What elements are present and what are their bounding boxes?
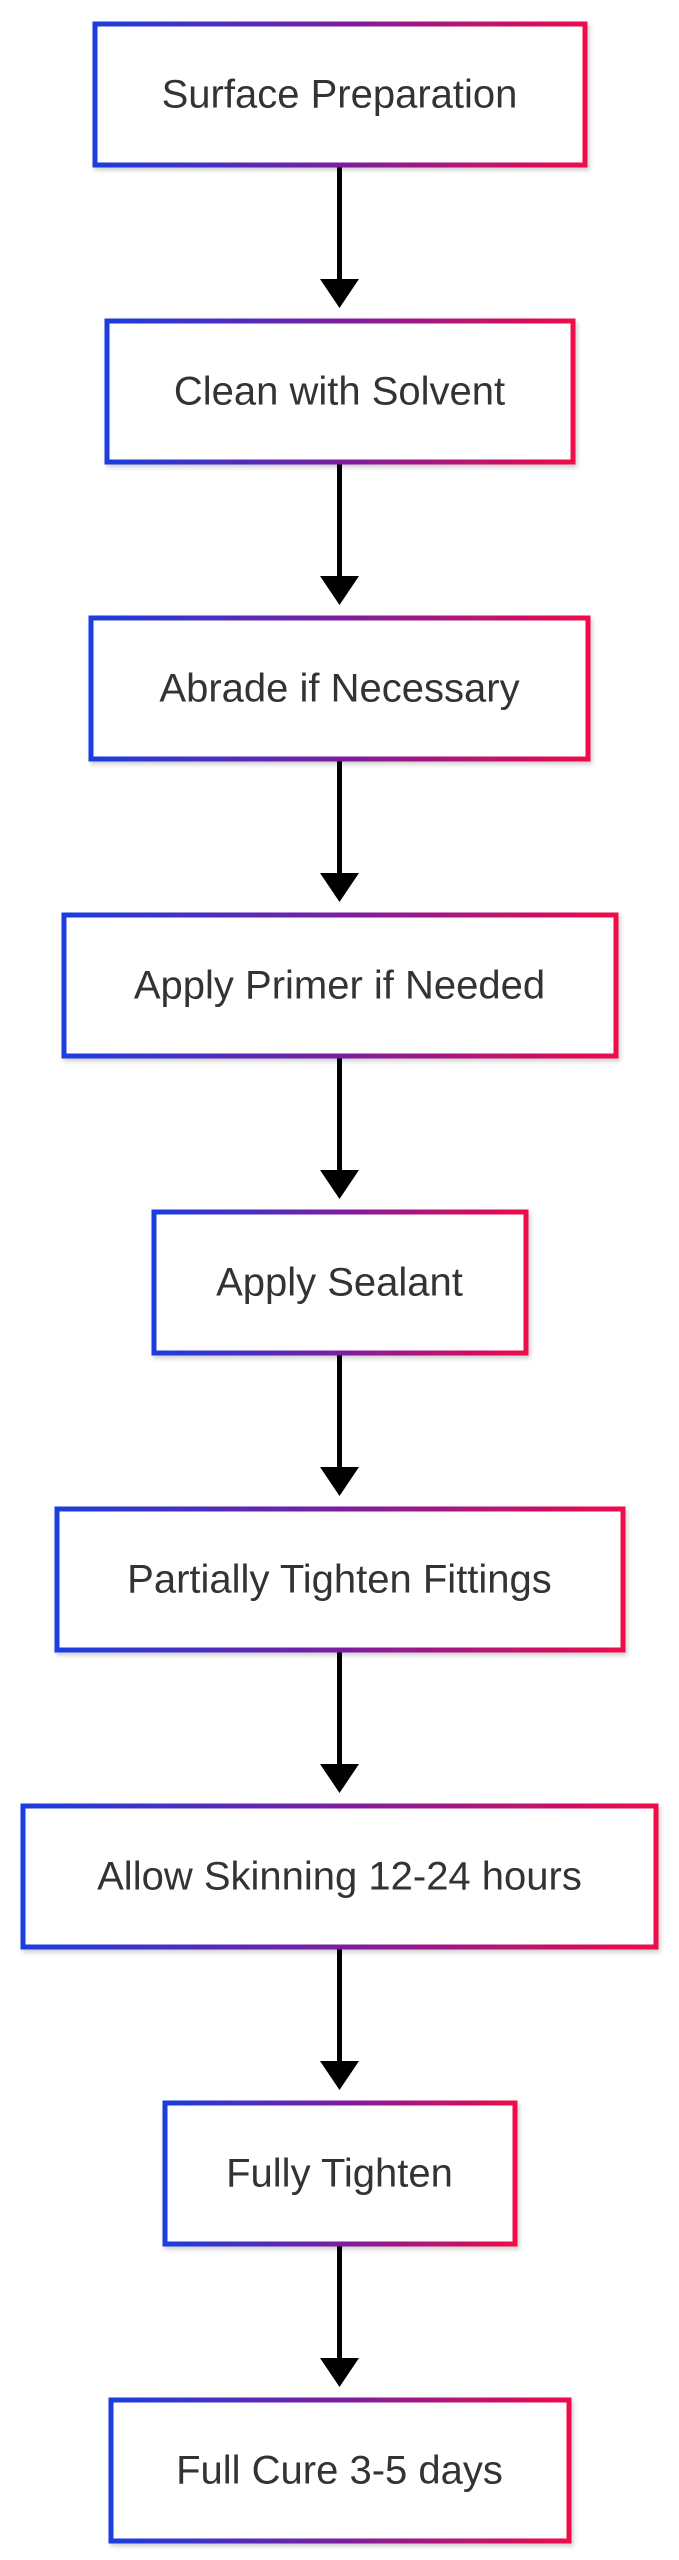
step-node-clean-with-solvent: Clean with Solvent — [104, 318, 576, 465]
arrow-step4-to-step5 — [320, 1056, 359, 1199]
arrow-step3-to-step4 — [320, 759, 359, 902]
step-node-allow-skinning: Allow Skinning 12-24 hours — [20, 1803, 659, 1950]
step-node-apply-sealant: Apply Sealant — [151, 1209, 529, 1356]
arrow-step1-to-step2 — [320, 165, 359, 308]
step-label: Fully Tighten — [226, 2152, 453, 2196]
step-label: Surface Preparation — [162, 73, 518, 117]
step-node-surface-preparation: Surface Preparation — [92, 21, 588, 168]
step-label: Allow Skinning 12-24 hours — [97, 1855, 582, 1899]
step-node-apply-primer-if-needed: Apply Primer if Needed — [61, 912, 619, 1059]
step-label: Partially Tighten Fittings — [127, 1558, 552, 1602]
step-node-full-cure: Full Cure 3-5 days — [108, 2397, 572, 2544]
step-label: Apply Primer if Needed — [134, 964, 545, 1008]
arrow-step2-to-step3 — [320, 462, 359, 605]
step-label: Apply Sealant — [216, 1261, 463, 1305]
step-node-abrade-if-necessary: Abrade if Necessary — [88, 615, 591, 762]
step-label: Clean with Solvent — [174, 370, 505, 414]
arrow-step5-to-step6 — [320, 1353, 359, 1496]
connectors — [320, 165, 359, 2387]
step-node-fully-tighten: Fully Tighten — [162, 2100, 518, 2247]
step-label: Abrade if Necessary — [159, 667, 519, 711]
arrow-step6-to-step7 — [320, 1650, 359, 1793]
arrow-step8-to-step9 — [320, 2244, 359, 2387]
arrow-step7-to-step8 — [320, 1947, 359, 2090]
step-label: Full Cure 3-5 days — [176, 2449, 503, 2493]
step-node-partially-tighten-fittings: Partially Tighten Fittings — [54, 1506, 626, 1653]
